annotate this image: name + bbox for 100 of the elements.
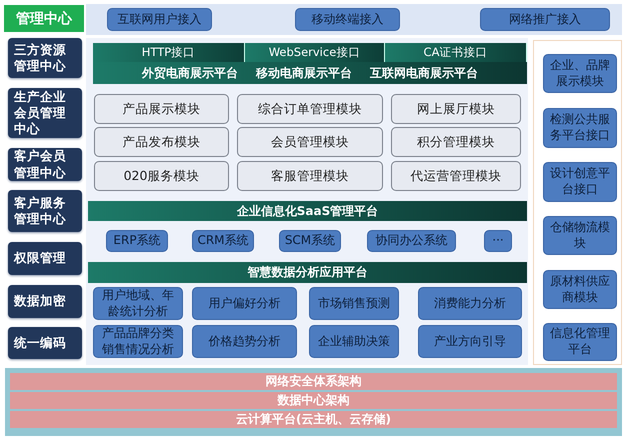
box-label: 企业信息化SaaS管理平台: [236, 202, 378, 220]
module-box: [543, 270, 617, 309]
module-box: [543, 108, 617, 148]
box-label: WebService接口: [268, 45, 360, 60]
box-label: 外贸电商展示平台: [142, 64, 238, 82]
box-label: 网络安全体系架构: [266, 373, 362, 390]
function-module-box: [94, 161, 229, 191]
module-box: [480, 8, 610, 31]
box-label: 客户会员管理中心: [14, 148, 67, 181]
box-label: CRM系统: [197, 233, 249, 249]
box-label: CA证书接口: [424, 45, 488, 60]
box-label: 移动电商展示平台: [256, 64, 352, 82]
box-label: 积分管理模块: [417, 134, 495, 150]
module-box: [543, 162, 617, 202]
management-center-box: [8, 88, 82, 138]
function-module-box: [391, 161, 521, 191]
box-label: 市场销售预测: [318, 296, 390, 312]
management-center-box: [8, 285, 82, 318]
module-box: [418, 287, 522, 320]
box-label: ···: [492, 233, 504, 249]
box-label: 企业辅助决策: [318, 334, 390, 350]
box-label: 消费能力分析: [434, 296, 506, 312]
box-label: 互联网电商展示平台: [370, 64, 478, 82]
box-label: 综合订单管理模块: [258, 100, 362, 118]
box-label: 信息化管理平台: [549, 326, 611, 358]
interface-header-cell: [245, 43, 385, 62]
box-label: ERP系统: [113, 233, 161, 249]
management-center-box: [8, 327, 82, 359]
management-center-box: [8, 242, 82, 275]
box-label: 数据加密: [14, 293, 66, 310]
box-label: 移动终端接入: [312, 12, 384, 28]
box-label: SCM系统: [284, 233, 336, 249]
platform-header-band: [88, 262, 527, 283]
module-box: [309, 325, 399, 358]
box-label: 代运营管理模块: [410, 168, 502, 184]
box-label: HTTP接口: [142, 45, 196, 60]
box-label: 网络推广接入: [509, 12, 581, 28]
box-label: 云计算平台(云主机、云存储): [236, 411, 391, 428]
module-box: [484, 230, 512, 252]
infrastructure-layer-band: [10, 373, 617, 390]
box-label: 产品品牌分类销售情况分析: [101, 326, 175, 358]
box-label: 020服务模块: [124, 168, 200, 184]
box-label: 智慧数据分析应用平台: [248, 264, 368, 281]
box-label: 生产企业会员管理中心: [14, 88, 67, 138]
interface-header-cell: [385, 43, 527, 62]
function-module-box: [94, 127, 229, 157]
function-module-box: [391, 94, 521, 124]
box-label: 数据中心架构: [278, 392, 350, 409]
module-box: [543, 323, 617, 361]
management-center-box: [8, 148, 82, 181]
module-box: [93, 325, 183, 358]
extension-panel: [533, 40, 622, 365]
platform-header-band: [88, 201, 527, 221]
box-label: 权限管理: [14, 250, 66, 267]
module-box: [367, 230, 456, 252]
box-label: 客服管理模块: [271, 168, 349, 184]
module-box: [279, 230, 341, 252]
function-module-box: [237, 127, 383, 157]
box-label: 互联网用户接入: [118, 12, 202, 28]
interface-header-cell: [93, 43, 245, 62]
box-label: 检测公共服务平台接口: [549, 112, 611, 144]
module-box: [192, 230, 254, 252]
function-module-box: [237, 161, 383, 191]
box-label: 价格趋势分析: [208, 334, 280, 350]
box-label: 三方资源管理中心: [14, 42, 67, 74]
box-label: 客户服务管理中心: [14, 194, 67, 228]
box-label: 产业方向引导: [434, 334, 506, 350]
platform-panel: [86, 38, 528, 365]
access-band: [86, 4, 622, 35]
module-box: [192, 287, 297, 320]
box-label: 设计创意平台接口: [549, 166, 611, 198]
management-center-box: [8, 190, 82, 232]
platform-header-band: [93, 62, 527, 84]
infrastructure-layer-band: [10, 411, 617, 428]
box-label: 管理中心: [16, 10, 72, 28]
box-label: 原材料供应商模块: [549, 274, 611, 306]
function-module-box: [94, 94, 229, 124]
section-heading-tag: [4, 5, 84, 32]
module-box: [418, 325, 522, 358]
module-box: [543, 216, 617, 255]
module-box: [309, 287, 399, 320]
box-label: 用户偏好分析: [208, 296, 280, 312]
module-box: [543, 54, 617, 93]
box-label: 会员管理模块: [271, 134, 349, 150]
box-label: 产品展示模块: [122, 100, 200, 118]
box-label: 产品发布模块: [122, 134, 200, 150]
module-box: [93, 287, 183, 320]
box-label: 企业、品牌展示模块: [549, 58, 611, 90]
box-label: 用户地域、年龄统计分析: [101, 288, 175, 320]
box-label: 仓储物流模块: [549, 220, 611, 252]
module-box: [107, 8, 212, 31]
box-label: 统一编码: [14, 334, 66, 352]
infrastructure-layer-band: [10, 392, 617, 409]
module-box: [192, 325, 297, 358]
box-label: 网上展厅模块: [417, 100, 495, 118]
infrastructure-panel: [5, 368, 622, 436]
function-module-box: [237, 94, 383, 124]
module-box: [106, 230, 168, 252]
box-label: 协同办公系统: [376, 233, 448, 249]
function-module-box: [391, 127, 521, 157]
